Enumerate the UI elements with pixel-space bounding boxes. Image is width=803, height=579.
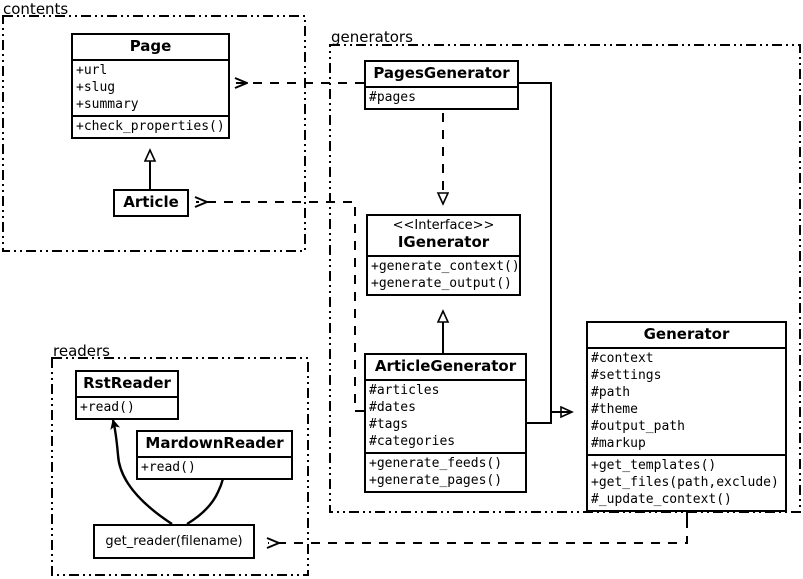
class-rst-reader-methods: +read() — [77, 396, 177, 418]
edge-generator-uses-get-reader — [268, 502, 688, 543]
edge-get-reader-to-rstreader — [110, 419, 173, 526]
class-generator-methods: +get_templates() +get_files(path,exclude… — [588, 454, 785, 510]
class-pages-generator[interactable]: PagesGenerator #pages — [364, 60, 519, 111]
package-label-readers: readers — [53, 344, 110, 359]
class-generator-attribute: #settings — [591, 368, 662, 384]
class-article-generator-attribute: #tags — [369, 417, 409, 433]
class-mardown-reader[interactable]: MardownReader +read() — [136, 430, 293, 481]
class-article-title: Article — [123, 193, 179, 211]
class-generator-method: #_update_context() — [591, 492, 732, 508]
class-pages-generator-attribute: #pages — [369, 90, 416, 106]
class-rst-reader-title: RstReader — [83, 374, 171, 392]
class-article-generator[interactable]: ArticleGenerator #articles #dates #tags … — [364, 353, 527, 494]
class-article[interactable]: Article — [113, 189, 189, 218]
package-frame-generators — [329, 44, 801, 513]
class-article-generator-method: +generate_feeds() — [369, 456, 503, 472]
class-mardown-reader-methods: +read() — [138, 456, 291, 478]
class-page[interactable]: Page +url +slug +summary +check_properti… — [71, 33, 230, 140]
class-generator-attribute: #context — [591, 351, 654, 367]
function-get-reader-label: get_reader(filename) — [105, 534, 243, 549]
class-article-generator-method: +generate_pages() — [369, 473, 503, 489]
class-igenerator-stereotype: <<Interface>> — [392, 218, 495, 233]
function-get-reader[interactable]: get_reader(filename) — [93, 524, 255, 559]
class-rst-reader-method: +read() — [80, 400, 135, 416]
class-article-generator-attribute: #dates — [369, 400, 416, 416]
class-generator-title: Generator — [643, 325, 730, 343]
package-label-readers-text: readers — [53, 342, 110, 360]
class-page-attribute: +summary — [76, 97, 139, 113]
class-article-generator-attribute: #categories — [369, 434, 456, 450]
class-page-title: Page — [129, 37, 172, 55]
class-page-attribute: +url — [76, 63, 108, 79]
class-page-method: +check_properties() — [76, 119, 225, 135]
class-igenerator-method: +generate_context() — [371, 259, 520, 275]
package-label-contents: contents — [3, 2, 68, 17]
package-label-generators-text: generators — [331, 28, 413, 46]
class-page-attributes: +url +slug +summary — [73, 59, 228, 115]
class-mardown-reader-title: MardownReader — [145, 434, 284, 452]
class-article-generator-methods: +generate_feeds() +generate_pages() — [366, 452, 525, 491]
class-generator-method: +get_files(path,exclude) — [591, 475, 779, 491]
class-generator-attribute: #path — [591, 385, 631, 401]
package-frame-contents — [2, 15, 306, 252]
class-article-generator-attributes: #articles #dates #tags #categories — [366, 379, 525, 452]
class-pages-generator-attributes: #pages — [366, 86, 517, 108]
class-page-attribute: +slug — [76, 80, 116, 96]
class-igenerator-method: +generate_output() — [371, 276, 512, 292]
edge-articlegenerator-uses-article — [196, 202, 364, 412]
class-igenerator-title: IGenerator — [397, 232, 490, 251]
class-rst-reader[interactable]: RstReader +read() — [75, 370, 179, 421]
class-article-generator-attribute: #articles — [369, 383, 440, 399]
package-frame-readers — [51, 357, 309, 576]
class-page-methods: +check_properties() — [73, 115, 228, 137]
class-generator-attribute: #output_path — [591, 419, 685, 435]
class-generator-attribute: #theme — [591, 402, 638, 418]
edge-articlegenerator-to-generator — [527, 411, 572, 424]
class-article-generator-title: ArticleGenerator — [374, 357, 517, 375]
class-generator[interactable]: Generator #context #settings #path #them… — [586, 321, 787, 513]
package-label-contents-text: contents — [3, 0, 69, 18]
package-label-generators: generators — [331, 30, 413, 45]
class-generator-method: +get_templates() — [591, 458, 717, 474]
class-igenerator-methods: +generate_context() +generate_output() — [368, 255, 520, 294]
class-igenerator[interactable]: <<Interface>> IGenerator +generate_conte… — [366, 214, 521, 297]
class-generator-attributes: #context #settings #path #theme #output_… — [588, 347, 785, 454]
class-pages-generator-title: PagesGenerator — [373, 64, 510, 82]
class-generator-attribute: #markup — [591, 436, 646, 452]
class-mardown-reader-method: +read() — [141, 460, 196, 476]
